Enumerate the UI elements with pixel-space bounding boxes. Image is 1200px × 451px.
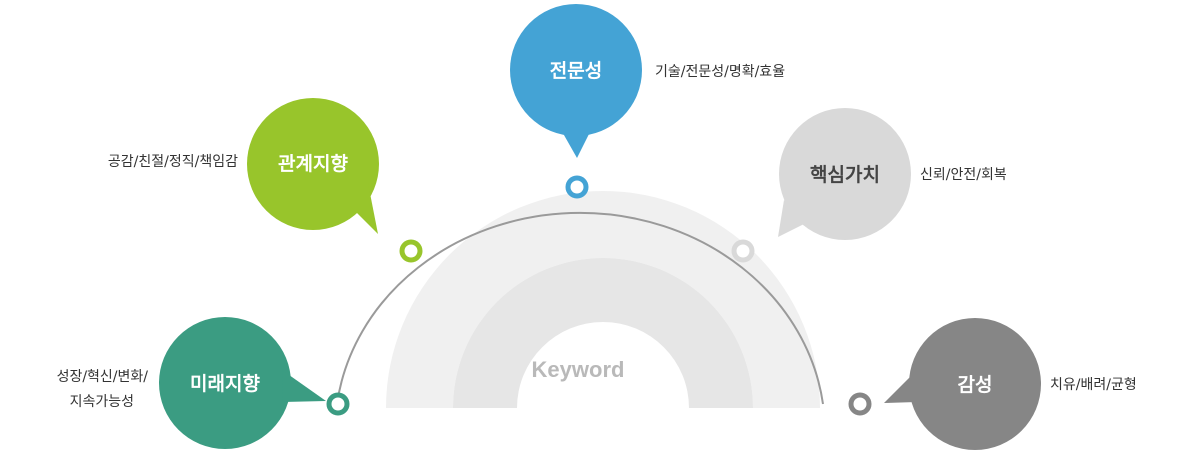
keywords-gamseong: 치유/배려/균형 <box>1050 377 1137 393</box>
bubble-haeksim: 핵심가치 <box>778 108 911 240</box>
bubble-title-jeonmun: 전문성 <box>550 60 602 82</box>
main-arc <box>336 212 824 405</box>
rainbow-band-inner <box>453 258 753 408</box>
bubble-gwangye: 관계지향 <box>247 98 379 234</box>
bubble-title-gwangye: 관계지향 <box>278 153 348 175</box>
speech-bubble-tail-right-icon <box>159 317 291 449</box>
speech-bubble-tail-down-icon <box>510 4 642 136</box>
keywords-haeksim: 신뢰/안전/회복 <box>920 167 1007 183</box>
speech-bubble-tail-left-icon <box>909 318 1041 450</box>
bubble-title-haeksim: 핵심가치 <box>810 164 880 186</box>
center-keyword-label: Keyword <box>532 357 625 382</box>
node-marker-gwangye <box>399 239 423 263</box>
bubble-title-gamseong: 감성 <box>958 374 993 396</box>
node-marker-mirae <box>326 392 350 416</box>
keywords-mirae-line2: 지속가능성 <box>70 394 134 410</box>
rainbow-bands <box>386 191 820 408</box>
speech-bubble-tail-down-right-icon <box>247 98 379 230</box>
rainbow-band-outer <box>386 191 820 408</box>
node-marker-jeonmun <box>565 175 589 199</box>
bubble-mirae: 미래지향 <box>159 317 326 449</box>
bubble-title-mirae: 미래지향 <box>190 373 260 395</box>
keywords-mirae-line1: 성장/혁신/변화/ <box>57 369 149 385</box>
keywords-gwangye: 공감/친절/정직/책임감 <box>108 154 238 170</box>
node-marker-gamseong <box>848 392 872 416</box>
speech-bubble-tail-down-left-icon <box>779 108 911 240</box>
node-marker-haeksim <box>731 239 755 263</box>
keywords-jeonmun: 기술/전문성/명확/효율 <box>655 64 785 80</box>
bubble-gamseong: 감성 <box>884 318 1041 450</box>
bubble-jeonmun: 전문성 <box>510 4 642 158</box>
